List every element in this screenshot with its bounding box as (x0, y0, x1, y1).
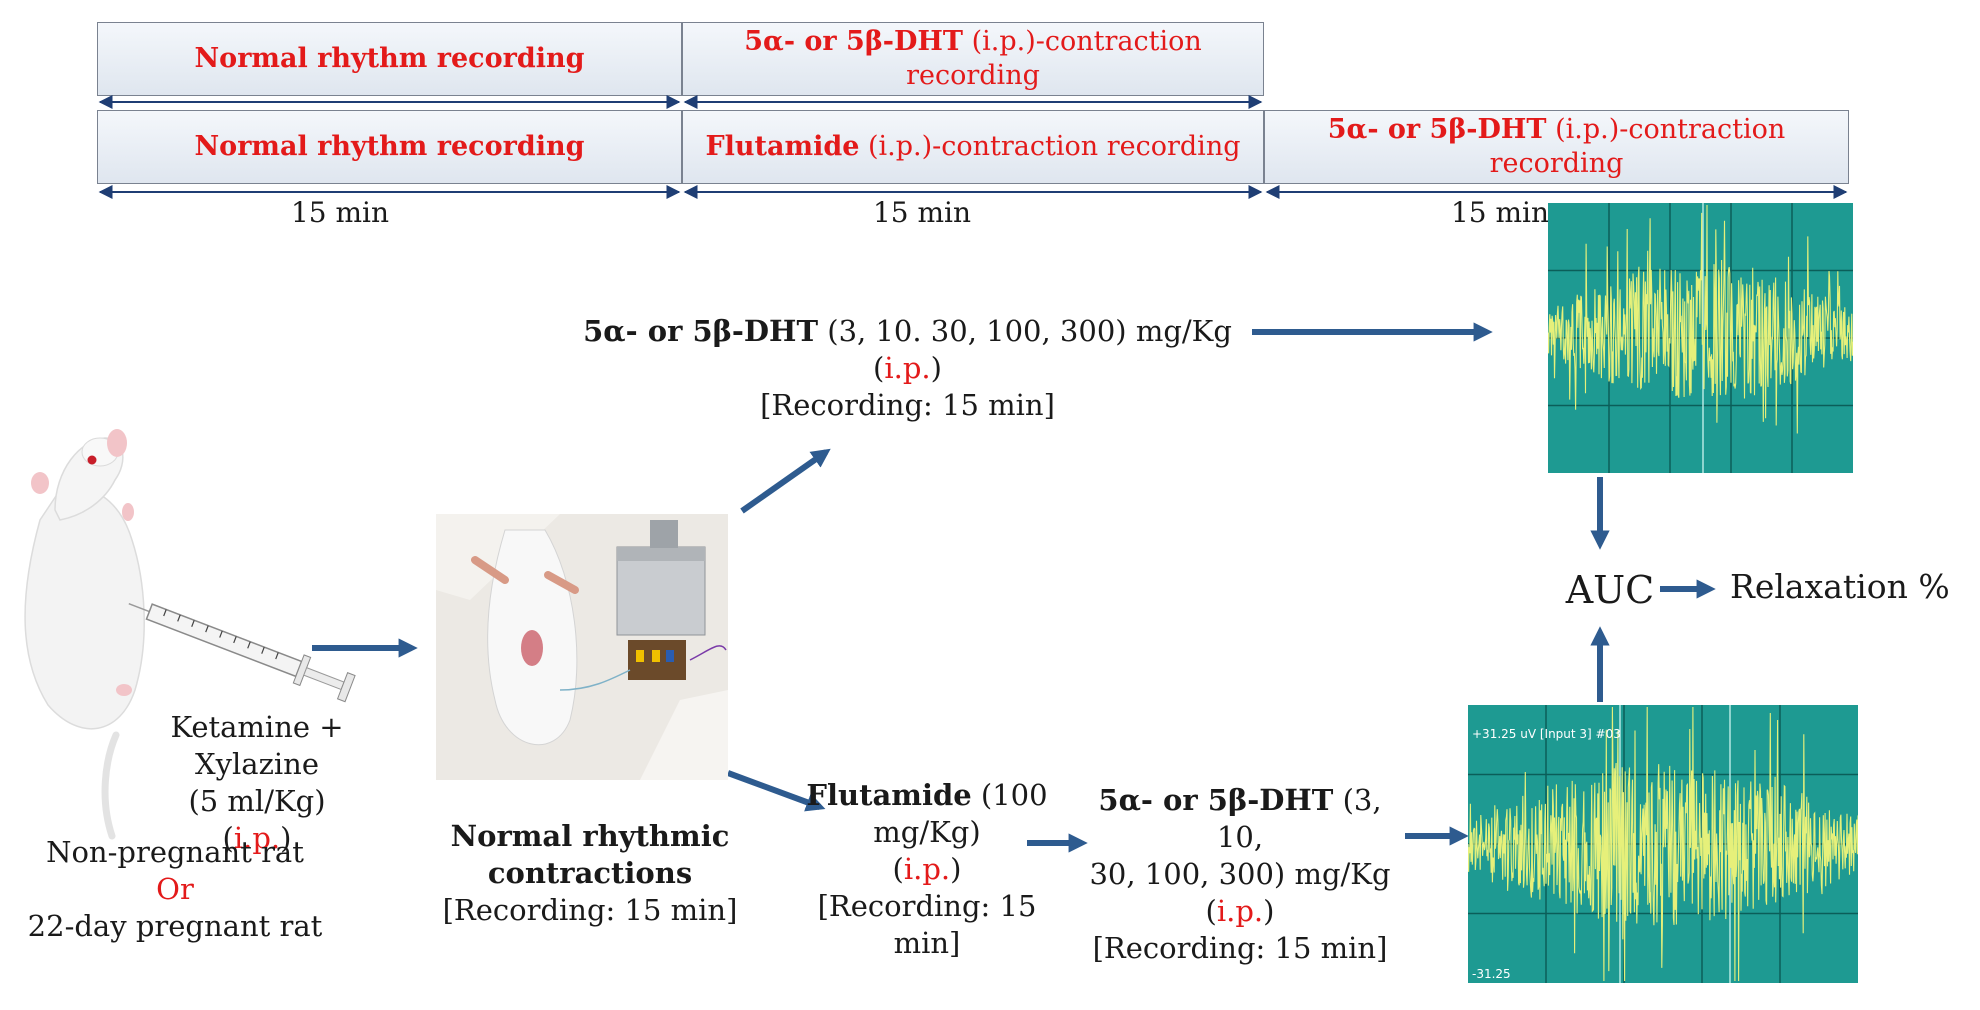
group-nonpregnant: Non-pregnant rat (46, 835, 304, 869)
timeline-row1-normal-label: Normal rhythm recording (194, 43, 585, 75)
lower-dht-label: 5α- or 5β-DHT (3, 10, 30, 100, 300) mg/K… (1089, 783, 1391, 966)
duration-label-1: 15 min (290, 196, 390, 229)
oscilloscope-bottom-label: -31.25 (1472, 967, 1511, 981)
flutamide-route: i.p. (903, 852, 951, 887)
timeline-row2-dht-label: 5α- or 5β-DHT (i.p.)-contraction recordi… (1327, 114, 1786, 179)
timeline-row2-flutamide-label: Flutamide (i.p.)-contraction recording (705, 131, 1241, 163)
anesthesia-route: i.p. (233, 821, 281, 856)
experiment-setup-photo (436, 514, 728, 780)
timeline-row1-dht-label: 5α- or 5β-DHT (i.p.)-contraction recordi… (744, 26, 1202, 91)
duration-label-3: 15 min (1450, 196, 1550, 229)
auc-label: AUC (1565, 568, 1655, 612)
anesthesia-label: Ketamine + Xylazine (5 ml/Kg) (i.p.) (170, 710, 344, 856)
lower-dht-recording: [Recording: 15 min] (1092, 931, 1388, 966)
timeline-row2-box-flutamide: Flutamide (i.p.)-contraction recording (682, 110, 1264, 184)
oscilloscope-top (1548, 203, 1853, 473)
duration-label-2: 15 min (872, 196, 972, 229)
rat-groups: Non-pregnant rat Or 22-day pregnant rat (20, 834, 330, 945)
oscilloscope-signal (1548, 204, 1853, 434)
timeline-row1-box-normal: Normal rhythm recording (97, 22, 682, 96)
flow-arrows (312, 322, 1716, 853)
flutamide-recording: [Recording: 15 min] (817, 889, 1037, 961)
oscilloscope-signal (1468, 706, 1858, 982)
upper-route: i.p. (884, 351, 931, 386)
arrow-setup-to-lower (726, 770, 826, 812)
setup-recording: [Recording: 15 min] (442, 893, 738, 928)
lower-flutamide-label: Flutamide (100 mg/Kg) (i.p.) [Recording:… (806, 778, 1048, 961)
oscilloscope-bottom: +31.25 uV [Input 3] #03 -31.25 (1468, 705, 1858, 983)
oscilloscope-top-label: +31.25 uV [Input 3] #03 (1472, 727, 1621, 741)
timeline-arrows (98, 95, 1848, 199)
relaxation-label: Relaxation % (1730, 567, 1950, 606)
lower-dht-route: i.p. (1216, 894, 1264, 929)
timeline-row2-normal-label: Normal rhythm recording (194, 131, 585, 163)
group-or: Or (156, 872, 194, 907)
setup-title: Normal rhythmic contractions (450, 819, 730, 891)
timeline-row2-box-normal: Normal rhythm recording (97, 110, 682, 184)
timeline-row2-box-dht: 5α- or 5β-DHT (i.p.)-contraction recordi… (1264, 110, 1849, 184)
setup-caption: Normal rhythmic contractions [Recording:… (370, 818, 810, 929)
upper-dht-label: 5α- or 5β-DHT (3, 10. 30, 100, 300) mg/K… (583, 314, 1232, 423)
upper-recording: [Recording: 15 min] (760, 388, 1055, 423)
group-pregnant: 22-day pregnant rat (27, 909, 323, 944)
arrow-setup-to-upper (740, 448, 831, 514)
rat-illustration (24, 429, 145, 840)
syringe-icon (128, 602, 356, 703)
